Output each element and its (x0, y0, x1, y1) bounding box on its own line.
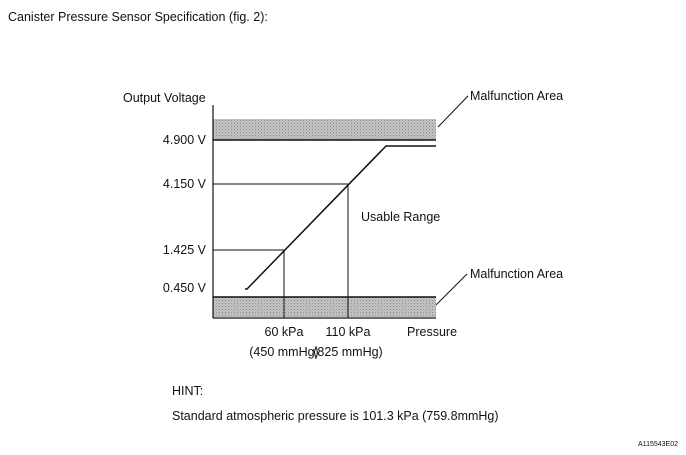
figure-id: A115543E02 (638, 441, 678, 448)
leader-line-upper (437, 95, 469, 128)
lower-malfunction-area (213, 297, 436, 317)
pressure-label-110kpa: 110 kPa (325, 325, 371, 339)
upper-malfunction-area (213, 119, 436, 140)
figure-title: Canister Pressure Sensor Specification (… (8, 10, 268, 24)
usable-range-label: Usable Range (361, 210, 441, 224)
voltage-label-4900: 4.900 V (162, 133, 206, 147)
malfunction-area-label-lower: Malfunction Area (470, 267, 564, 281)
leader-line-lower (435, 273, 468, 306)
pressure-mmhg-label-825: (825 mmHg) (313, 345, 383, 359)
hint-heading: HINT: (172, 384, 204, 398)
x-axis-label: Pressure (407, 325, 458, 339)
voltage-label-4150: 4.150 V (162, 177, 206, 191)
malfunction-area-label-upper: Malfunction Area (470, 89, 564, 103)
voltage-label-1425: 1.425 V (162, 243, 206, 257)
voltage-label-0450: 0.450 V (162, 281, 206, 295)
pressure-mmhg-label-450: (450 mmHg) (249, 345, 319, 359)
pressure-label-60kpa: 60 kPa (264, 325, 304, 339)
output-characteristic-line (245, 145, 436, 290)
hint-text: Standard atmospheric pressure is 101.3 k… (172, 409, 499, 423)
y-axis-label: Output Voltage (123, 91, 206, 105)
